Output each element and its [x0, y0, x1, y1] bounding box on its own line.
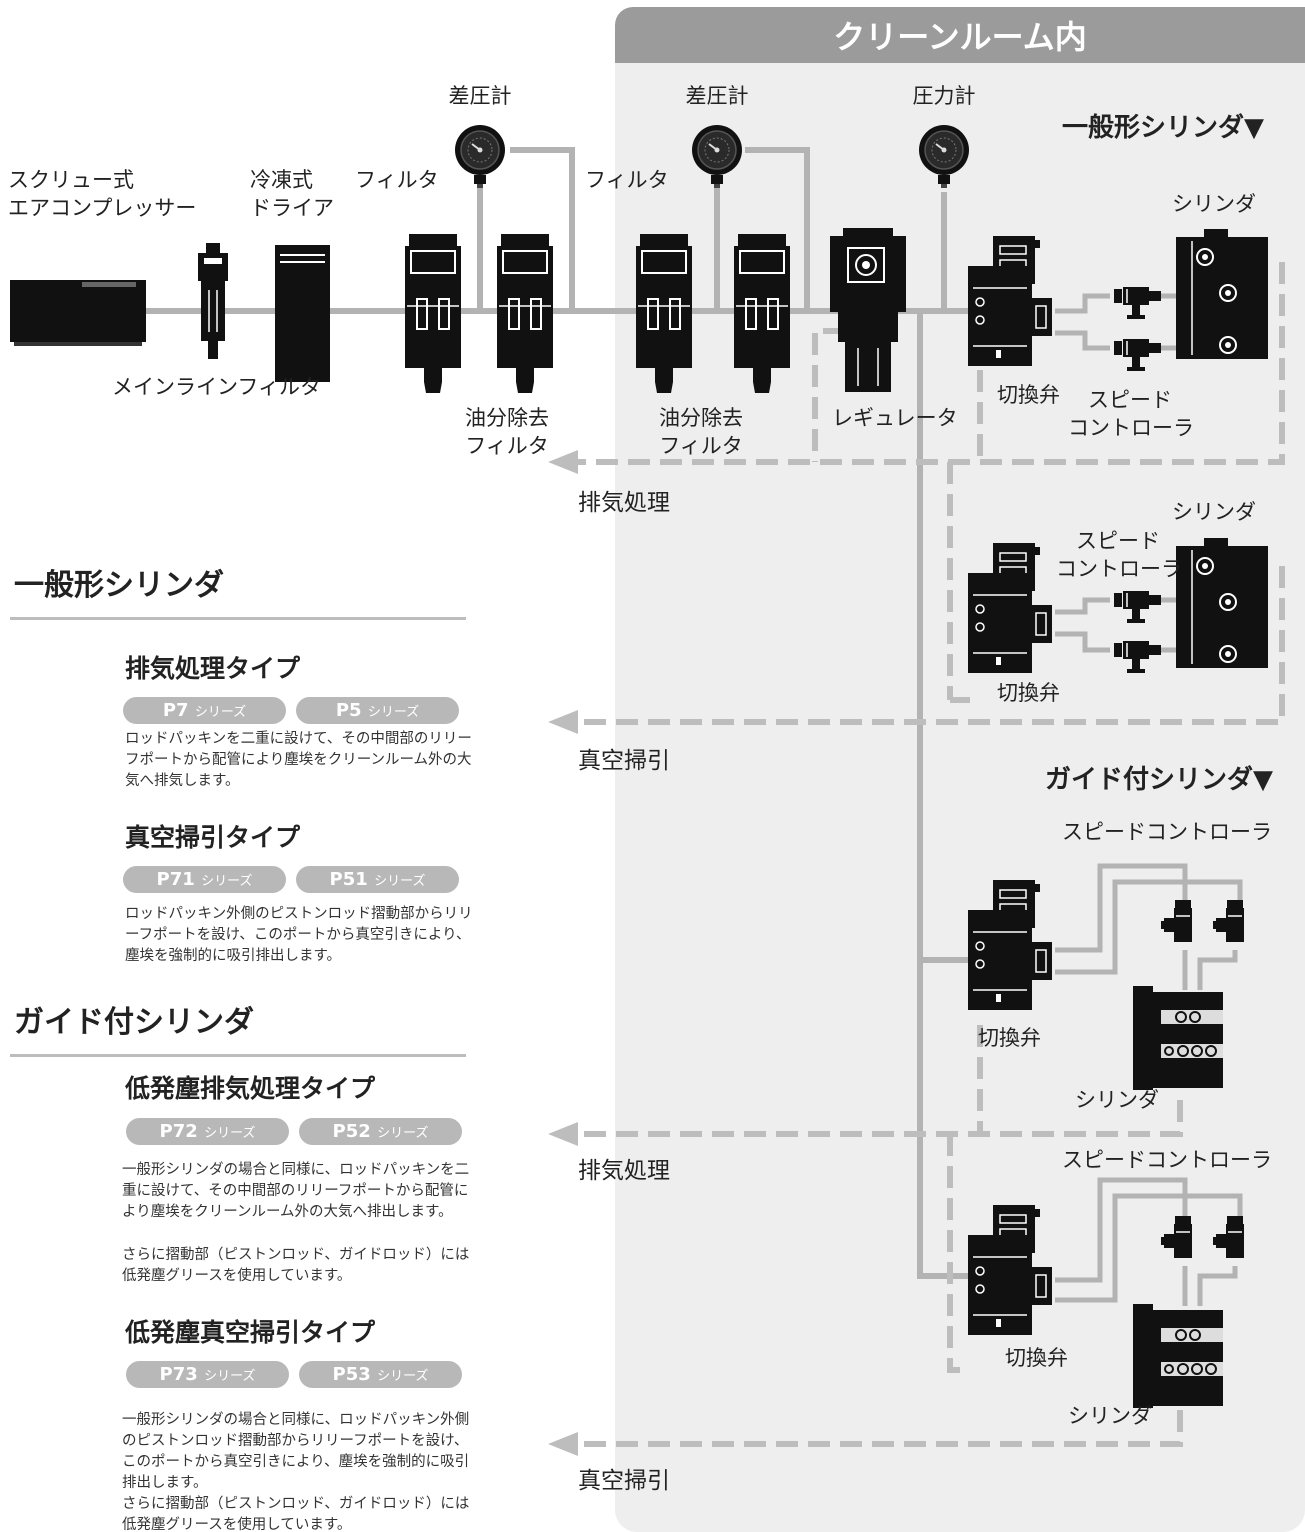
exhaust-label-2: 排気処理 — [578, 1158, 670, 1184]
filter-label-2: フィルタ — [585, 168, 669, 192]
series-badge-p51: P51 シリーズ — [296, 866, 459, 893]
clean-room-banner: クリーンルーム内 — [615, 7, 1305, 63]
oil-filter-label-2b: フィルタ — [659, 434, 743, 458]
pressure-gauge-label: 圧力計 — [912, 84, 976, 108]
filter-label-1: フィルタ — [355, 168, 439, 192]
series-badge-p73: P73 シリーズ — [126, 1361, 289, 1388]
legend-general-title: 一般形シリンダ — [14, 568, 224, 603]
legend-exhaust-type-desc: ロッドパッキンを二重に設けて、その中間部のリリーフポートから配管により塵埃をクリ… — [125, 731, 472, 789]
series-badge-p71: P71 シリーズ — [123, 866, 286, 893]
valve-label-2: 切換弁 — [997, 681, 1060, 705]
general-cylinder-header: 一般形シリンダ▼ — [1062, 113, 1264, 143]
valve-label-4: 切換弁 — [1005, 1346, 1068, 1370]
dryer-label-1: 冷凍式 — [250, 168, 313, 192]
dryer-label-2: ドライア — [250, 196, 334, 220]
cylinder-label-3: シリンダ — [1075, 1088, 1159, 1112]
compressor-unit — [10, 280, 146, 346]
series-badge-p5: P5 シリーズ — [296, 697, 459, 724]
legend-guide-rule — [10, 1054, 466, 1057]
oil-filter-label-1a: 油分除去 — [465, 406, 549, 430]
speed-controller-label-2b: コントローラ — [1056, 557, 1182, 581]
cylinder-label-1: シリンダ — [1172, 192, 1256, 216]
series-badge-p7: P7 シリーズ — [123, 697, 286, 724]
guide-cylinder-header: ガイド付シリンダ▼ — [1045, 765, 1273, 795]
speed-controller-label-3: スピードコントローラ — [1062, 820, 1272, 844]
legend-guide-title: ガイド付シリンダ — [14, 1005, 254, 1040]
oil-filter-label-1b: フィルタ — [465, 434, 549, 458]
cylinder-label-4: シリンダ — [1068, 1404, 1152, 1428]
speed-controller-label-1b: コントローラ — [1068, 416, 1194, 440]
legend-exhaust-type-title: 排気処理タイプ — [125, 654, 301, 683]
clean-room-area — [615, 20, 1305, 1532]
dryer-unit — [275, 245, 330, 382]
speed-controller-label-1a: スピード — [1088, 388, 1172, 412]
compressor-label-1: スクリュー式 — [8, 168, 134, 192]
legend-low-dust-exhaust-desc: 一般形シリンダの場合と同様に、ロッドパッキンを二重に設けて、その中間部のリリーフ… — [122, 1162, 470, 1220]
main-line-filter-unit — [198, 243, 228, 359]
legend-low-dust-vacuum-desc2: さらに摺動部（ピストンロッド、ガイドロッド）には低発塵グリースを使用しています。 — [122, 1496, 470, 1532]
series-badge-p72: P72 シリーズ — [126, 1118, 289, 1145]
diff-gauge-label-2: 差圧計 — [685, 84, 749, 108]
main-line-filter-label: メインラインフィルタ — [112, 375, 321, 399]
diff-gauge-label-1: 差圧計 — [448, 84, 512, 108]
valve-label-1: 切換弁 — [997, 383, 1060, 407]
vacuum-label-2: 真空掃引 — [578, 1468, 670, 1494]
legend-low-dust-vacuum-desc: 一般形シリンダの場合と同様に、ロッドパッキン外側のピストンロッド摺動部からリリー… — [122, 1412, 470, 1491]
legend-low-dust-exhaust-desc2: さらに摺動部（ピストンロッド、ガイドロッド）には低発塵グリースを使用しています。 — [122, 1247, 470, 1284]
valve-label-3: 切換弁 — [978, 1026, 1041, 1050]
oil-filter-label-2a: 油分除去 — [659, 406, 743, 430]
regulator-label: レギュレータ — [832, 406, 958, 430]
vacuum-label-1: 真空掃引 — [578, 748, 670, 774]
speed-controller-label-2a: スピード — [1076, 529, 1160, 553]
speed-controller-label-4: スピードコントローラ — [1062, 1148, 1272, 1172]
series-badge-p52: P52 シリーズ — [299, 1118, 462, 1145]
legend-vacuum-type-desc: ロッドパッキン外側のピストンロッド摺動部からリリーフポートを設け、このポートから… — [125, 906, 473, 964]
exhaust-label-1: 排気処理 — [578, 490, 670, 516]
compressor-label-2: エアコンプレッサー — [8, 196, 197, 220]
legend-vacuum-type-title: 真空掃引タイプ — [125, 823, 301, 852]
legend-low-dust-vacuum-title: 低発塵真空掃引タイプ — [125, 1318, 376, 1347]
legend-low-dust-exhaust-title: 低発塵排気処理タイプ — [125, 1074, 376, 1103]
series-badge-p53: P53 シリーズ — [299, 1361, 462, 1388]
regulator-unit — [830, 228, 906, 392]
cylinder-label-2: シリンダ — [1172, 500, 1256, 524]
legend-general-rule — [10, 617, 466, 620]
